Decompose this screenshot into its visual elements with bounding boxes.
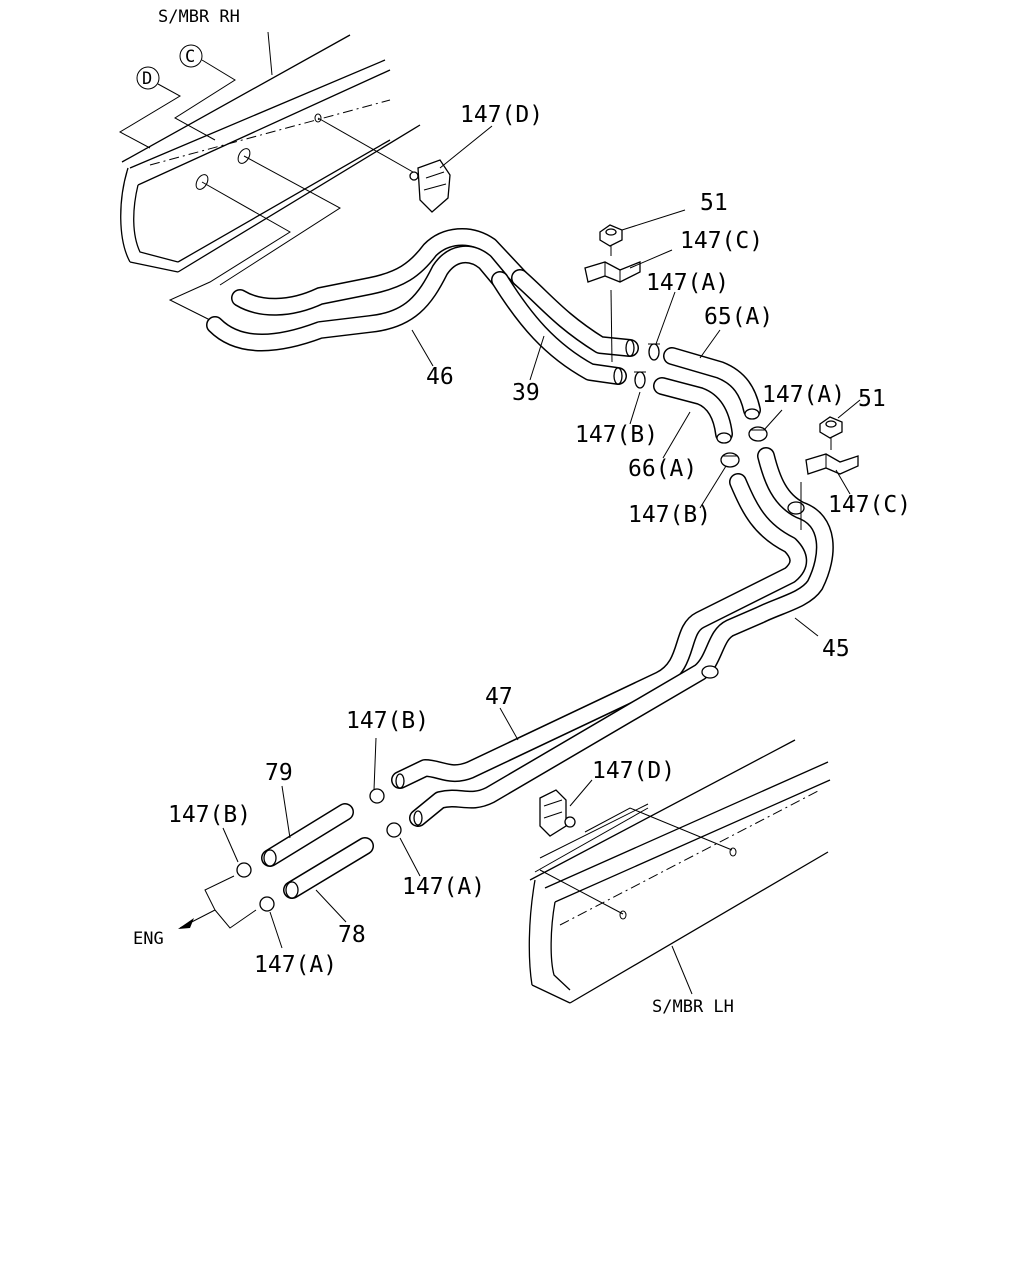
clamp-147b-right [720,452,740,468]
label-147b-low: 147(B) [346,708,429,734]
hose-46 [206,227,529,352]
label-79: 79 [265,760,293,786]
label-147b-right: 147(B) [628,502,711,528]
clamp-147a-left [259,896,275,912]
pipe-47 [391,473,808,789]
hose-78 [283,837,374,899]
label-147a-top: 147(A) [646,270,729,296]
label-39: 39 [512,380,540,406]
ref-marker-c: C [174,44,236,141]
label-eng: ENG [133,929,164,949]
label-147c-right: 147(C) [828,492,911,518]
label-147a-bottom: 147(A) [254,952,337,978]
clamp-147b-low [369,788,385,804]
side-member-lh [528,739,831,1004]
pipe-39 [491,269,639,385]
pipe-47-end [395,773,405,789]
label-65a: 65(A) [704,304,773,330]
label-147b-left: 147(B) [168,802,251,828]
bracket-147c-right [805,453,859,475]
label-147b-mid: 147(B) [575,422,658,448]
leader-lines [222,31,861,995]
clamp-147b-left [236,862,252,878]
hose-45 [409,447,834,827]
ref-c-text: C [185,47,195,67]
ref-marker-d: D [118,66,182,149]
hose-66a [653,377,733,444]
label-147d-top: 147(D) [460,102,543,128]
clamp-147a-low [386,822,402,838]
label-51-top: 51 [700,190,728,216]
clamp-147a-upper [648,343,660,361]
clamp-147a-right [748,426,768,442]
label-smbr-rh: S/MBR RH [158,7,240,27]
clip-147d-upper [409,159,451,213]
label-47: 47 [485,684,513,710]
clip-147d-lower [539,789,576,837]
nut-51-upper [599,224,623,247]
hose-65a [663,347,761,420]
bracket-147c-upper [584,261,641,283]
label-147a-low: 147(A) [402,874,485,900]
label-78: 78 [338,922,366,948]
label-46: 46 [426,364,454,390]
ref-d-text: D [142,69,152,89]
eng-arrow [178,875,257,929]
label-66a: 66(A) [628,456,697,482]
label-147d-low: 147(D) [592,758,675,784]
hose-79 [261,803,354,867]
side-member-rh [120,34,421,273]
label-smbr-lh: S/MBR LH [652,997,734,1017]
hose-45-end [413,810,423,826]
label-51-right: 51 [858,386,886,412]
nut-51-right [819,416,843,439]
clamp-147b-upper [634,371,646,389]
label-147c-top: 147(C) [680,228,763,254]
label-147a-right: 147(A) [762,382,845,408]
label-45: 45 [822,636,850,662]
